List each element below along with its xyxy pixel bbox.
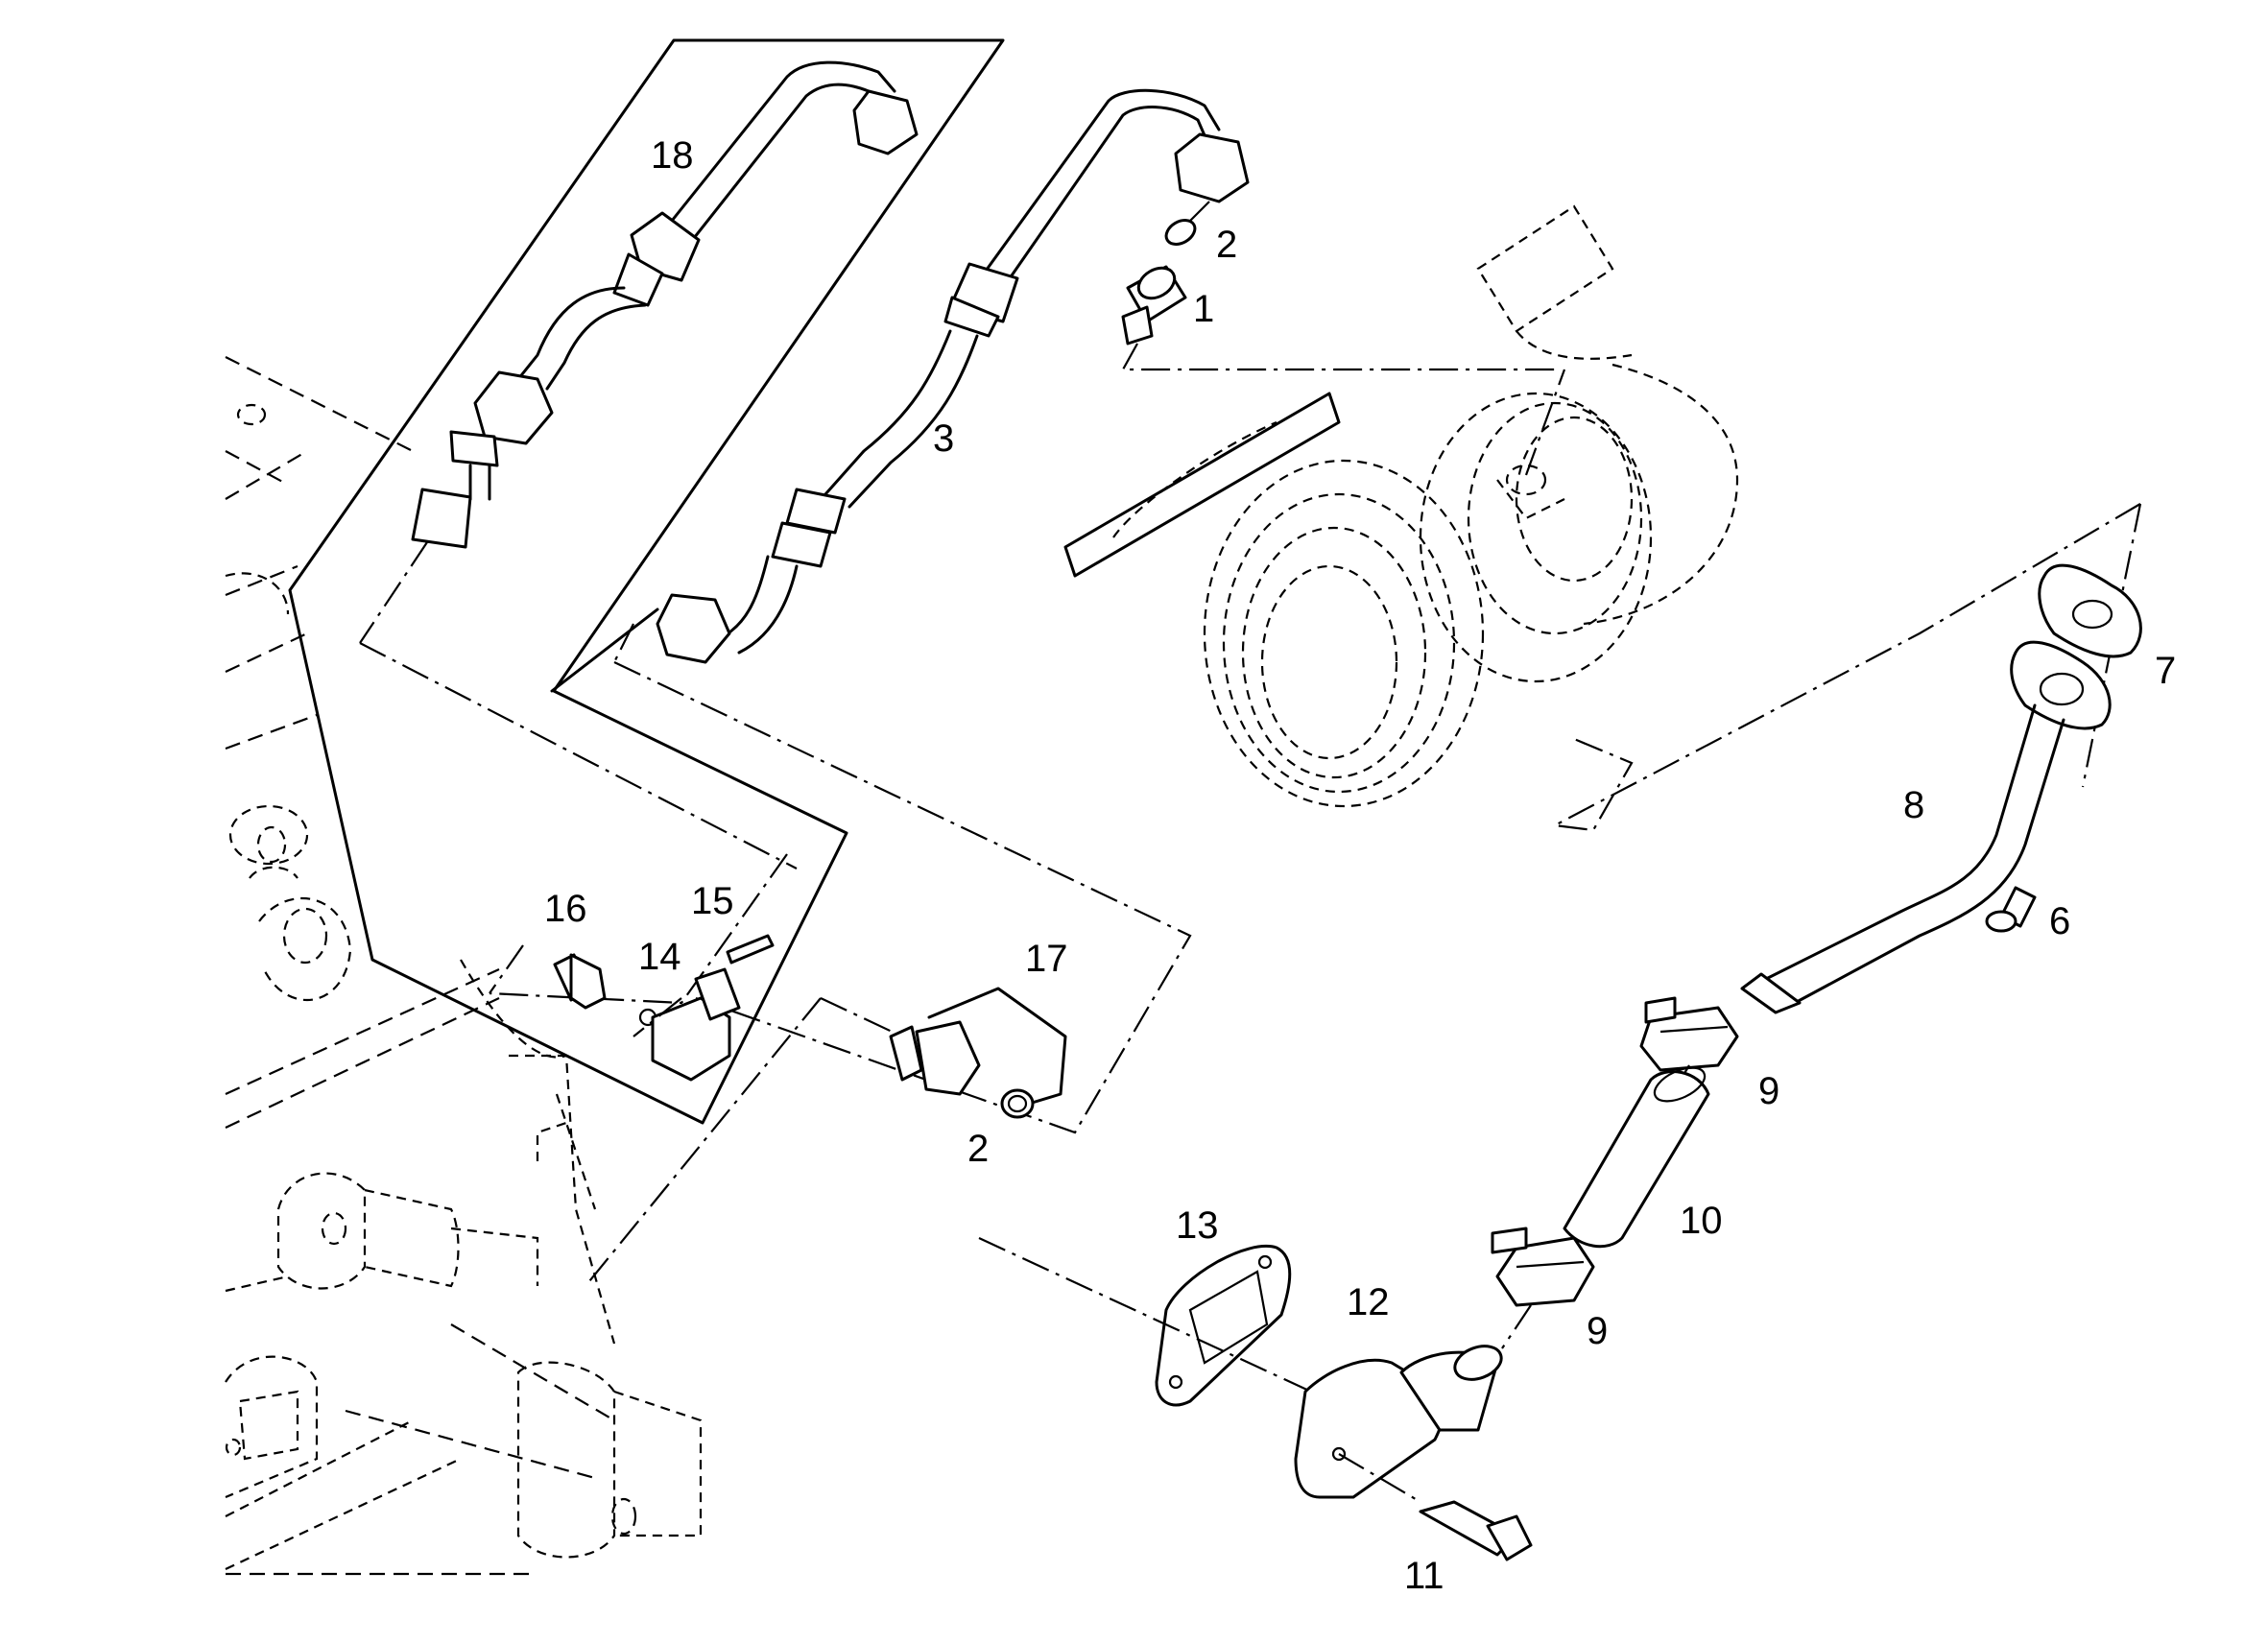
oil-feed-pipe-18: [359, 60, 919, 870]
callout-9-top: 9: [1758, 1070, 1779, 1112]
fitting-1-with-seal-2: [1121, 201, 1555, 371]
oil-line-assembly-frame: [288, 38, 1005, 1125]
engine-block-outline: [225, 356, 703, 1576]
fitting-17-with-seal-2: [585, 987, 1067, 1287]
fittings-14-15-16: [489, 853, 788, 1082]
callout-15: 15: [691, 880, 734, 922]
callout-13: 13: [1176, 1204, 1219, 1247]
callout-14: 14: [638, 936, 681, 978]
callout-3: 3: [933, 417, 954, 460]
callout-labels: 18 2 1 3 7 8 6 16 15 14 17 2 9 10 13 12 …: [544, 134, 2176, 1597]
callout-6: 6: [2049, 900, 2070, 942]
oil-feed-pipe-3: [550, 88, 1250, 1134]
hose-10-with-clamps-9: [1491, 996, 1739, 1349]
callout-1: 1: [1193, 288, 1214, 330]
callout-17: 17: [1025, 938, 1068, 980]
callout-18: 18: [651, 134, 694, 177]
drain-elbow-12-with-gasket-13: [978, 1237, 1533, 1561]
callout-10: 10: [1680, 1200, 1723, 1242]
callout-8: 8: [1903, 784, 1924, 826]
callout-2-bottom: 2: [967, 1128, 989, 1170]
callout-9-bottom: 9: [1587, 1310, 1608, 1352]
callout-7: 7: [2155, 650, 2176, 692]
callout-11: 11: [1404, 1555, 1444, 1597]
callout-12: 12: [1347, 1281, 1390, 1323]
turbocharger: [1063, 204, 1739, 808]
drain-pipe-8-with-gasket-7: [1551, 503, 2142, 1014]
callout-16: 16: [544, 888, 587, 930]
callout-2-top: 2: [1216, 224, 1237, 266]
